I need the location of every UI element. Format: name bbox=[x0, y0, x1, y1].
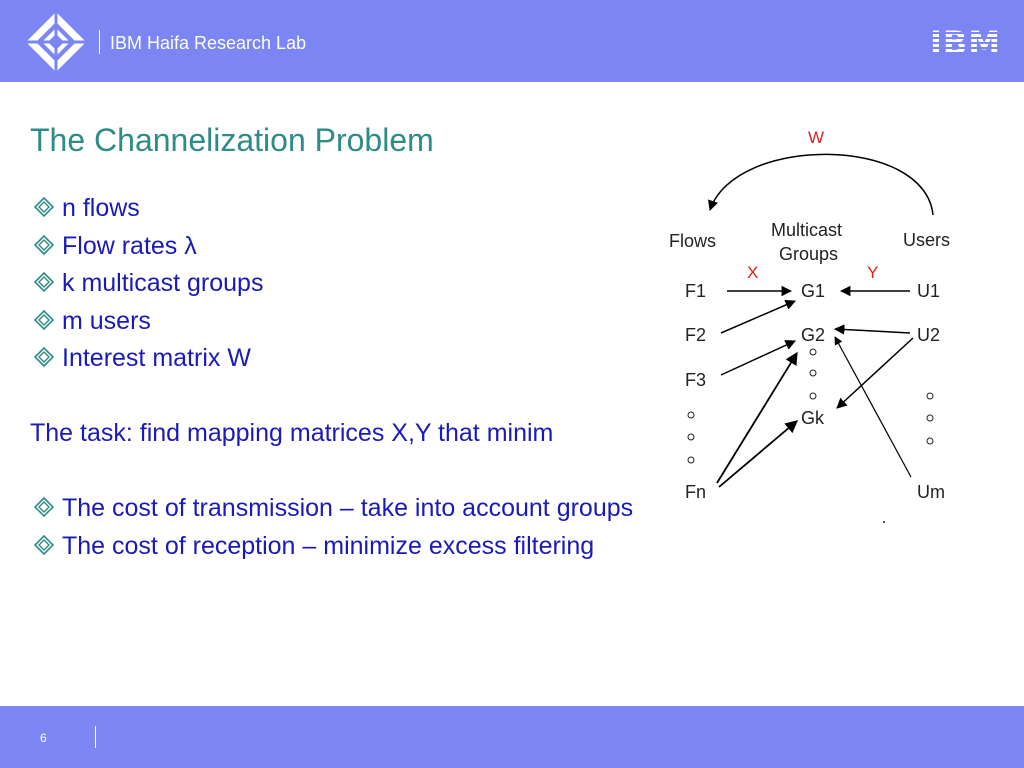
bullet-text: Flow rates λ bbox=[62, 231, 197, 260]
col-groups-2: Groups bbox=[779, 244, 838, 264]
bullet-list-bottom: The cost of transmission – take into acc… bbox=[32, 493, 672, 568]
arrow-fn-gk bbox=[718, 420, 798, 488]
user-node: U1 bbox=[917, 281, 940, 301]
bullet-text: The cost of transmission – take into acc… bbox=[62, 494, 634, 522]
ibm-logo: IBM bbox=[930, 24, 1002, 62]
group-node: Gk bbox=[801, 408, 825, 428]
bullet-text: Interest matrix W bbox=[62, 344, 251, 372]
arrow-um-g2 bbox=[834, 336, 912, 478]
group-node: G1 bbox=[801, 281, 825, 301]
ellipsis-dot bbox=[809, 392, 817, 400]
diamond-bullet-icon bbox=[34, 347, 54, 367]
arrow-u2-gk bbox=[836, 337, 914, 409]
bullet-text: The cost of reception – minimize excess … bbox=[62, 531, 595, 560]
slide-title: The Channelization Problem bbox=[30, 122, 434, 158]
group-node: G2 bbox=[801, 325, 825, 345]
bullet-item: The cost of transmission – take into acc… bbox=[32, 493, 647, 523]
label-y: Y bbox=[867, 263, 878, 282]
lab-name: IBM Haifa Research Lab bbox=[110, 33, 307, 53]
flow-node: Fn bbox=[685, 482, 706, 502]
bullet-list-top: n flows Flow rates λ k multicast groups … bbox=[32, 193, 263, 381]
user-node: Um bbox=[917, 482, 945, 502]
bullet-item: k multicast groups bbox=[32, 268, 263, 298]
footer-divider bbox=[95, 726, 96, 748]
ellipsis-dot bbox=[687, 411, 695, 419]
page-number: 6 bbox=[40, 731, 47, 745]
diamond-bullet-icon bbox=[34, 272, 54, 292]
bullet-item: m users bbox=[32, 306, 263, 336]
arrow-f3-g2 bbox=[720, 340, 796, 376]
ellipsis-dot bbox=[687, 433, 695, 441]
diamond-bullet-icon bbox=[34, 234, 54, 255]
ellipsis-dot bbox=[687, 456, 695, 464]
bullet-item: Interest matrix W bbox=[32, 343, 263, 373]
bullet-text: m users bbox=[62, 306, 151, 335]
task-text: The task: find mapping matrices X,Y that… bbox=[30, 419, 554, 447]
label-x: X bbox=[747, 263, 758, 282]
label-w: W bbox=[808, 128, 824, 147]
diamond-bullet-icon bbox=[34, 534, 54, 555]
col-groups-1: Multicast bbox=[771, 220, 842, 240]
arrow-u2-g2 bbox=[833, 324, 911, 335]
flow-node: F1 bbox=[685, 281, 706, 301]
ellipsis-dot bbox=[809, 348, 817, 356]
header-bar: IBM Haifa Research Lab IBM bbox=[0, 0, 1024, 82]
ibm-research-logo-icon bbox=[26, 12, 86, 72]
ellipsis-dot bbox=[926, 414, 934, 422]
arrow-fn-g2 bbox=[716, 351, 798, 484]
user-node: U2 bbox=[917, 325, 940, 345]
channelization-diagram: W Flows Multicast Groups Users X Y F1 F2… bbox=[669, 128, 950, 523]
diamond-bullet-icon bbox=[34, 497, 54, 517]
bullet-item: Flow rates λ bbox=[32, 231, 263, 261]
flow-node: F2 bbox=[685, 325, 706, 345]
bullet-text: k multicast groups bbox=[62, 269, 264, 297]
col-users: Users bbox=[903, 230, 950, 250]
col-flows: Flows bbox=[669, 231, 716, 251]
stray-dot bbox=[883, 521, 885, 523]
diamond-bullet-icon bbox=[34, 309, 54, 330]
flow-node: F3 bbox=[685, 370, 706, 390]
bullet-text: n flows bbox=[62, 194, 140, 222]
ellipsis-dot bbox=[809, 369, 817, 377]
arrow-f2-g1 bbox=[720, 299, 796, 334]
bullet-item: The cost of reception – minimize excess … bbox=[32, 531, 672, 561]
ellipsis-dot bbox=[926, 392, 934, 400]
footer-bar: 6 bbox=[0, 706, 1024, 768]
diamond-bullet-icon bbox=[34, 197, 54, 217]
bullet-item: n flows bbox=[32, 193, 263, 223]
w-arc bbox=[708, 153, 934, 216]
header-divider bbox=[99, 30, 100, 54]
ellipsis-dot bbox=[926, 437, 934, 445]
